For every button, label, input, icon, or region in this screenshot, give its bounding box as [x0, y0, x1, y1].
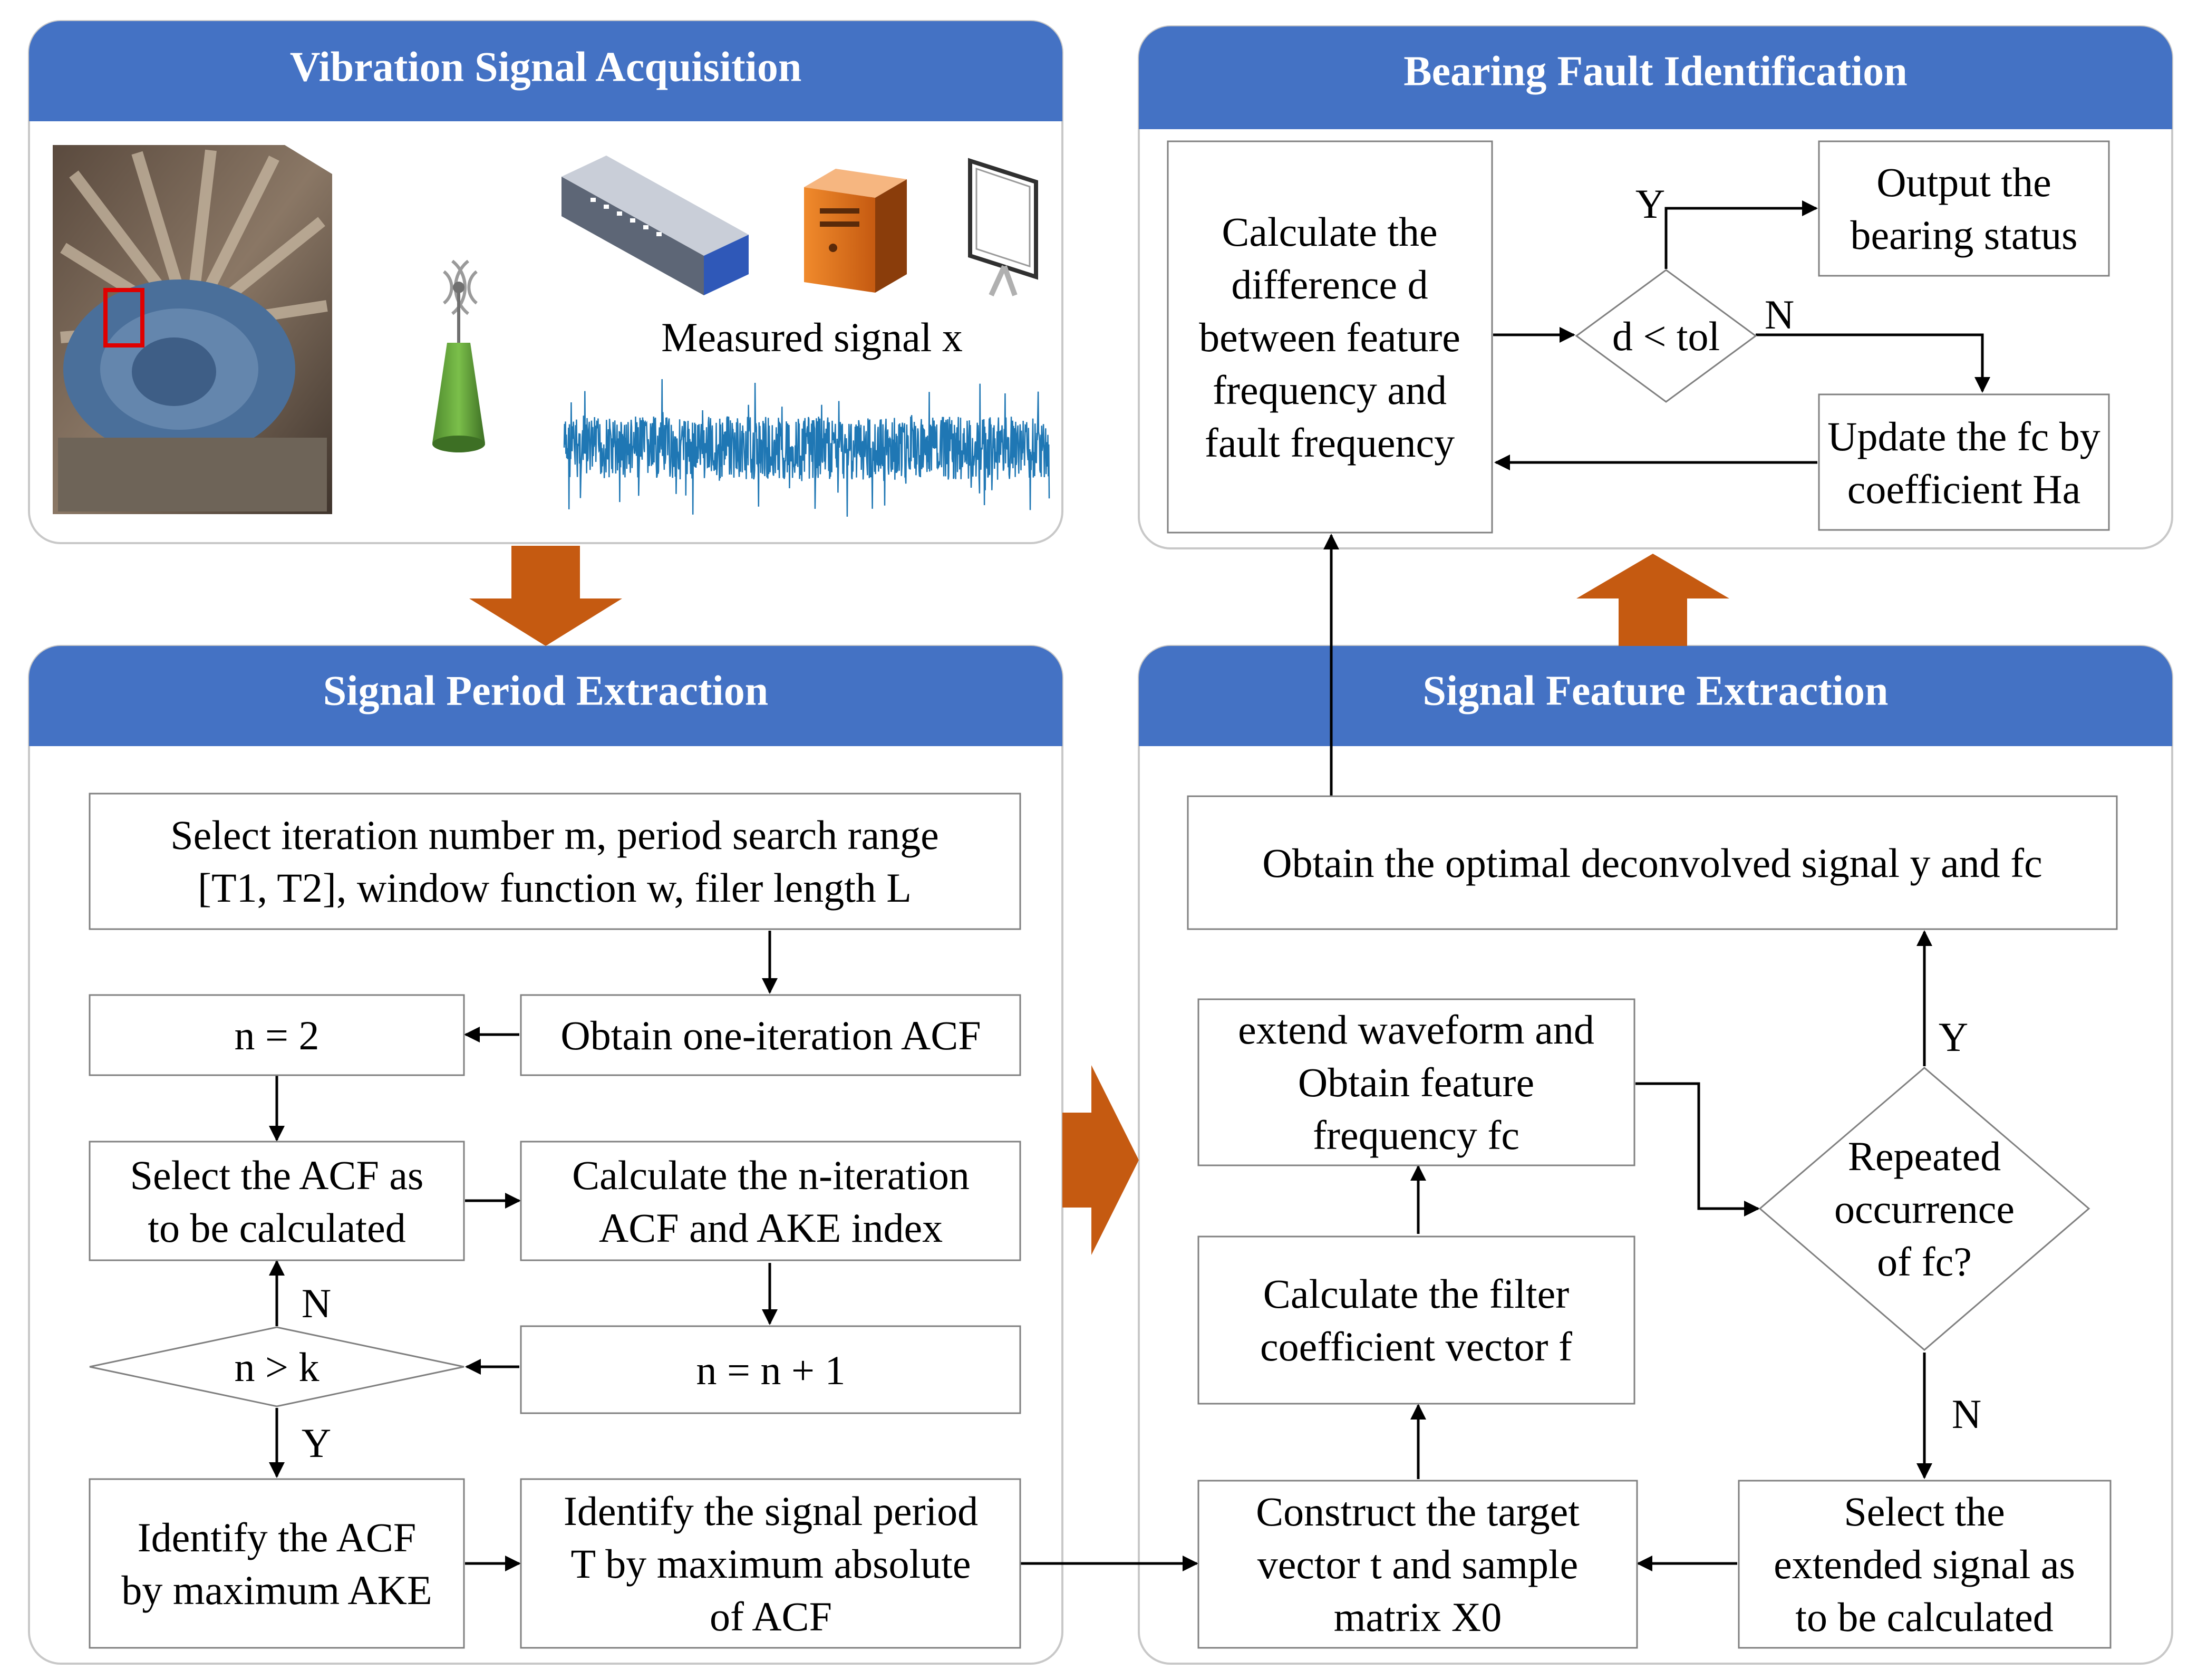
node-n-plus-1: n = n + 1	[520, 1325, 1021, 1414]
wireless-sensor-icon	[432, 259, 485, 452]
display-screen-icon	[968, 158, 1038, 297]
arrow-period-to-feature	[1062, 1065, 1139, 1255]
node-decision-n-k: n > k	[89, 1326, 464, 1407]
vibration-signal-waveform	[563, 379, 1050, 517]
node-obtain-acf: Obtain one-iteration ACF	[520, 994, 1021, 1076]
node-decision-tol-text: d < tol	[1612, 313, 1720, 359]
label-repeated-no: N	[1952, 1391, 1981, 1437]
server-icon	[804, 169, 907, 293]
edge-extend-to-repeated	[1635, 1082, 1760, 1216]
arrow-acquisition-to-period	[469, 546, 622, 646]
label-n-k-yes: Y	[302, 1420, 331, 1466]
panel-feature-title: Signal Feature Extraction	[1423, 668, 1889, 714]
panel-fault-title: Bearing Fault Identification	[1403, 48, 1908, 94]
node-select-params-text: Select iteration number m, period search…	[170, 812, 939, 911]
node-decision-n-k-text: n > k	[235, 1344, 320, 1390]
label-tol-no: N	[1765, 292, 1794, 337]
panel-acquisition-title: Vibration Signal Acquisition	[290, 44, 802, 90]
label-n-k-no: N	[302, 1280, 331, 1326]
edges	[269, 200, 1990, 1571]
node-n-equals-2: n = 2	[89, 994, 465, 1076]
label-tol-yes: Y	[1635, 181, 1665, 227]
edge-tol-to-output-yes	[1664, 200, 1818, 269]
node-obtain-optimal-text: Obtain the optimal deconvolved signal y …	[1262, 840, 2042, 886]
label-repeated-yes: Y	[1939, 1014, 1968, 1060]
node-obtain-acf-text: Obtain one-iteration ACF	[560, 1012, 981, 1058]
node-n-plus-1-text: n = n + 1	[696, 1347, 846, 1393]
node-obtain-optimal: Obtain the optimal deconvolved signal y …	[1187, 795, 2118, 930]
measured-signal-label: Measured signal x	[661, 314, 963, 360]
data-acquisition-device-icon	[561, 156, 749, 295]
arrow-feature-to-fault	[1576, 554, 1729, 646]
fan-machine-photo	[53, 145, 332, 514]
node-select-params: Select iteration number m, period search…	[89, 793, 1021, 930]
node-n-equals-2-text: n = 2	[235, 1012, 320, 1058]
panel-period-title: Signal Period Extraction	[323, 668, 768, 714]
node-decision-tol: d < tol	[1575, 269, 1757, 403]
edge-tol-to-update-no	[1756, 333, 1990, 393]
